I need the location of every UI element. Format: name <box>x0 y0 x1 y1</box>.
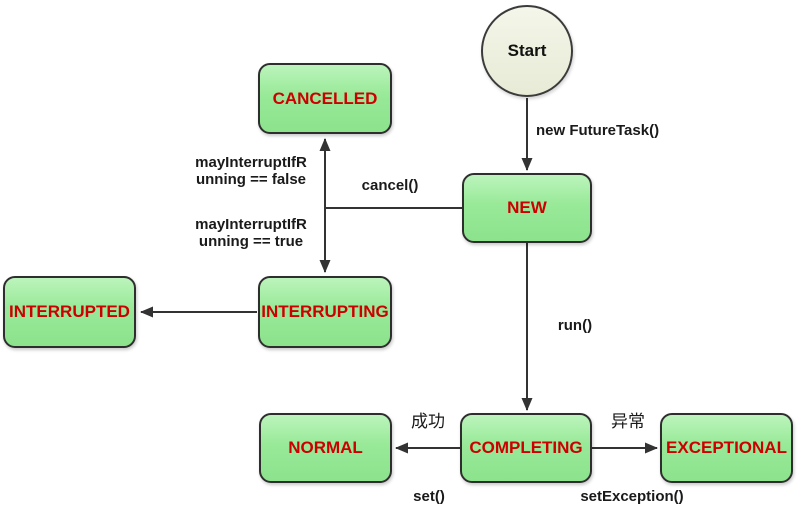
edge-label-may-interrupt-true-line1: mayInterruptIfR <box>195 216 307 233</box>
state-label-new: NEW <box>507 198 547 217</box>
edge-label-set: set() <box>413 488 445 505</box>
edge-label-may-interrupt-true: mayInterruptIfR unning == true <box>188 216 314 250</box>
state-label-exceptional: EXCEPTIONAL <box>666 438 787 457</box>
state-node-interrupted: INTERRUPTED <box>3 276 136 348</box>
start-node: Start <box>481 5 573 97</box>
edge-label-cancel: cancel() <box>361 177 419 194</box>
edge-label-set-exception: setException() <box>580 488 684 505</box>
edge-label-may-interrupt-true-line2: unning == true <box>198 233 304 250</box>
edge-label-may-interrupt-false-line2: unning == false <box>195 171 307 188</box>
edge-label-run: run() <box>557 317 593 334</box>
edge-label-exception-zh: 异常 <box>611 412 645 431</box>
state-label-interrupted: INTERRUPTED <box>9 302 130 321</box>
state-label-cancelled: CANCELLED <box>272 88 378 108</box>
state-label-interrupting: INTERRUPTING <box>261 302 389 321</box>
edge-label-may-interrupt-false: mayInterruptIfR unning == false <box>188 154 314 188</box>
edge-label-may-interrupt-false-line1: mayInterruptIfR <box>195 154 307 171</box>
state-node-new: NEW <box>462 173 592 243</box>
edge-label-success-zh: 成功 <box>411 412 445 431</box>
state-label-normal: NORMAL <box>288 438 363 457</box>
edge-label-new-futuretask: new FutureTask() <box>536 122 660 139</box>
state-node-exceptional: EXCEPTIONAL <box>660 413 793 483</box>
state-node-interrupting: INTERRUPTING <box>258 276 392 348</box>
state-node-completing: COMPLETING <box>460 413 592 483</box>
state-node-cancelled: CANCELLED <box>258 63 392 134</box>
start-node-label: Start <box>507 41 547 60</box>
state-node-normal: NORMAL <box>259 413 392 483</box>
state-label-completing: COMPLETING <box>469 438 583 457</box>
